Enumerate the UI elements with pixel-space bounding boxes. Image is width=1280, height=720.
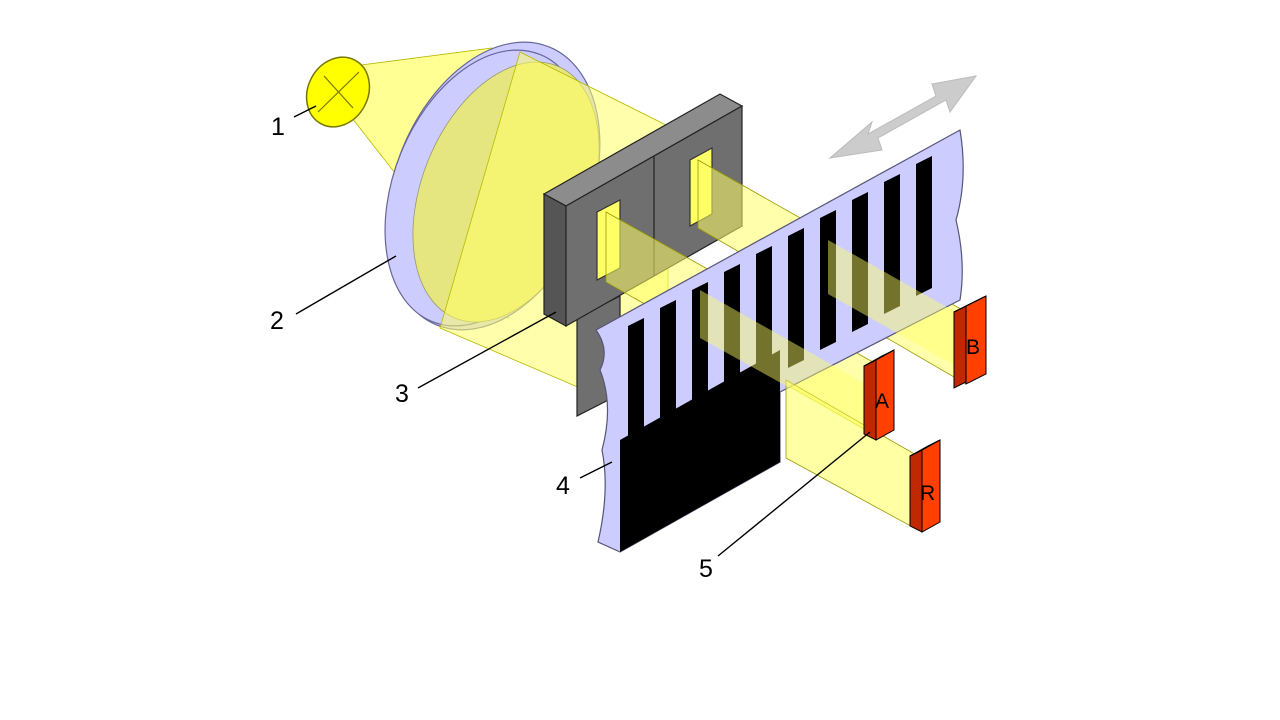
leader-line-5 — [717, 431, 871, 557]
sensor-b-side — [953, 305, 967, 389]
scale-bar — [884, 174, 900, 314]
callout-3: 3 — [395, 380, 409, 408]
leader-line-4 — [579, 461, 613, 479]
leader-line-3 — [417, 311, 557, 389]
callout-1: 1 — [271, 113, 285, 141]
scale-reference-area — [620, 350, 780, 552]
leader-line-2 — [295, 255, 397, 315]
sensor-r-top — [909, 439, 941, 457]
sensor-r: R — [909, 439, 941, 533]
leader-line-1 — [293, 105, 317, 118]
double-arrow-icon — [828, 75, 978, 159]
scale-bar — [724, 264, 740, 404]
scale-bar — [788, 228, 804, 368]
scale-grating — [595, 129, 966, 553]
sensor-a: A — [863, 349, 895, 441]
beam-over-scale — [700, 290, 880, 438]
sensor-a-top — [863, 349, 895, 367]
scale-bar — [628, 318, 644, 458]
scale-bar — [660, 300, 676, 440]
callout-5: 5 — [699, 555, 713, 583]
beam-over-scale — [828, 240, 966, 372]
callout-4: 4 — [556, 472, 570, 500]
sensor-b-top — [953, 295, 987, 313]
scale-bar — [692, 282, 708, 422]
scale-bar — [852, 192, 868, 332]
scale-bar — [820, 210, 836, 350]
photodetector: B A R — [863, 295, 987, 533]
scale-bar — [756, 246, 772, 386]
sensor-b: B — [953, 295, 987, 389]
light-source-mark — [323, 75, 354, 109]
mask-side — [543, 192, 567, 328]
callout-2: 2 — [270, 307, 284, 335]
sensor-r-label: R — [920, 482, 935, 505]
motion-arrow — [828, 75, 978, 159]
light-source — [305, 56, 371, 128]
scale-bar — [916, 156, 932, 296]
sensor-b-label: B — [966, 336, 980, 359]
sensor-a-label: A — [875, 390, 889, 413]
